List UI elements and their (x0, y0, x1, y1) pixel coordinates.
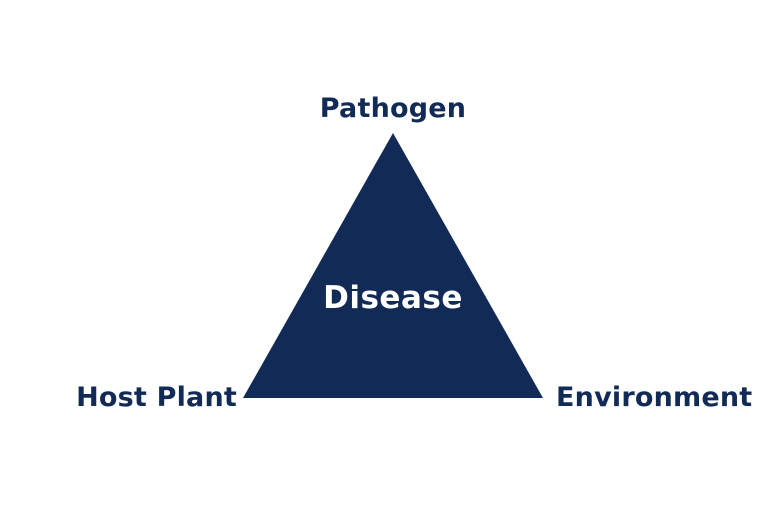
vertex-label-pathogen: Pathogen (319, 93, 467, 124)
center-label-disease: Disease (323, 280, 463, 316)
vertex-label-host-plant: Host Plant (76, 382, 237, 413)
triangle-polygon (243, 133, 543, 398)
triangle-shape (243, 133, 543, 398)
vertex-label-environment: Environment (556, 382, 753, 413)
